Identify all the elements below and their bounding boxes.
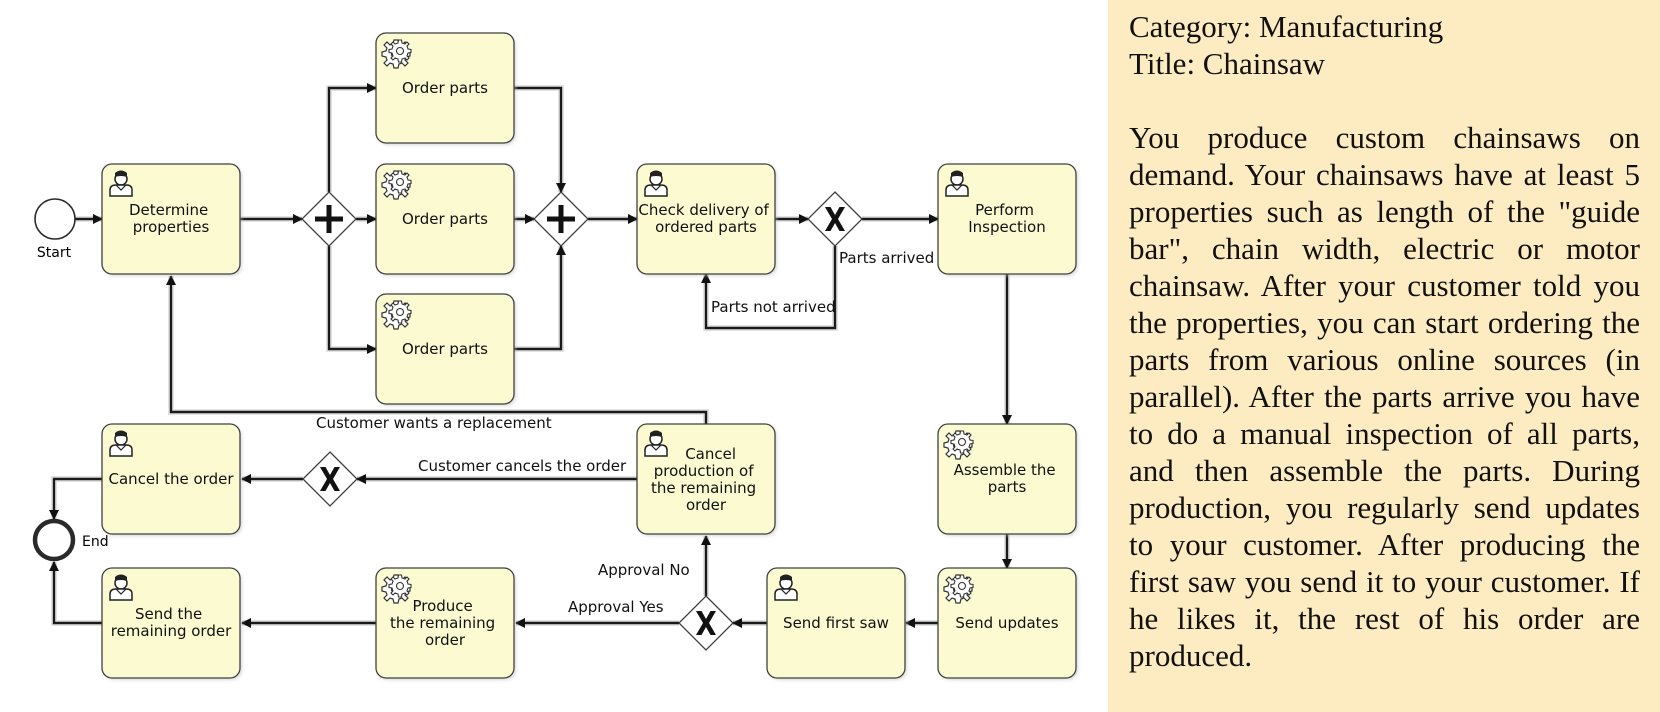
task-label-line: properties: [133, 218, 210, 236]
flow-sendrem-to-end: [49, 561, 102, 625]
gear-icon: [943, 574, 974, 604]
task-label-line: the remaining: [651, 479, 756, 497]
edge-label-customer-cancels: Customer cancels the order: [418, 457, 627, 475]
task-perform-inspection[interactable]: Perform Inspection: [937, 163, 1078, 276]
task-label-line: Inspection: [968, 218, 1045, 236]
task-label-line: Check delivery of: [638, 201, 769, 219]
end-event[interactable]: End: [32, 518, 109, 562]
edge-label-parts-arrived: Parts arrived: [839, 249, 934, 267]
task-label-line: Send first saw: [783, 614, 889, 632]
exclusive-gateway-icon: [825, 207, 845, 231]
flow-cancelprod-to-determine: [166, 275, 708, 424]
gateway-split[interactable]: [301, 191, 357, 247]
task-cancel-order[interactable]: Cancel the order: [101, 423, 242, 536]
task-determine-properties[interactable]: Determine properties: [101, 163, 242, 276]
svg-text:Order parts: Order parts: [402, 210, 488, 228]
task-check-delivery[interactable]: Check delivery of ordered parts: [636, 163, 777, 276]
gear-icon: [381, 300, 412, 330]
task-label-line: Send the: [135, 605, 202, 623]
sequence-flows: [49, 83, 1012, 628]
flow-split-to-order3: [327, 246, 377, 354]
parallel-gateway-icon: [547, 205, 575, 233]
task-label-line: ordered parts: [655, 218, 757, 236]
svg-text:Send the remaining order: Send the remaining order: [111, 605, 232, 640]
task-label-line: Cancel the order: [109, 470, 235, 488]
start-event-label: Start: [37, 245, 72, 261]
svg-text:Assemble the parts: Assemble the parts: [954, 461, 1061, 496]
bpmn-diagram: Start End Determine properties: [32, 32, 1078, 680]
task-label-line: Cancel: [685, 445, 736, 463]
task-produce-remaining[interactable]: Produce the remaining order: [375, 567, 516, 680]
task-cancel-production[interactable]: Cancel production of the remaining order: [636, 423, 777, 536]
svg-text:Order parts: Order parts: [402, 340, 488, 358]
gateway-xdelivery[interactable]: [807, 191, 863, 247]
flow-order1-to-join: [514, 86, 566, 193]
task-label-line: production of: [654, 462, 754, 480]
svg-text:Produce the remaining: Produce the remaining order: [390, 597, 500, 649]
parallel-gateway-icon: [315, 205, 343, 233]
description-panel: Category: Manufacturing Title: Chainsaw …: [1108, 0, 1660, 712]
edge-labels: Parts arrived Parts not arrived Customer…: [316, 249, 934, 616]
task-label-line: order: [425, 631, 466, 649]
svg-text:Order parts: Order parts: [402, 79, 488, 97]
gear-icon: [381, 39, 412, 69]
svg-text:Send updates: Send updates: [955, 614, 1058, 632]
svg-text:Cancel the order: Cancel the order: [109, 470, 235, 488]
task-label-line: Assemble the: [954, 461, 1056, 479]
task-label-line: remaining order: [111, 622, 232, 640]
task-label-line: Order parts: [402, 79, 488, 97]
flow-cancelorder-to-end: [49, 477, 102, 520]
exclusive-gateway-icon: [320, 467, 340, 491]
start-event[interactable]: Start: [34, 198, 76, 261]
svg-text:Cancel production of: Cancel production of the remaining order: [651, 445, 761, 514]
svg-text:Determine properties: Determine properties: [129, 201, 213, 236]
description-text: You produce custom chainsaws on demand. …: [1129, 120, 1640, 673]
end-event-label: End: [82, 534, 109, 550]
gear-icon: [381, 574, 412, 604]
task-order-parts-2[interactable]: Order parts: [375, 163, 516, 276]
gear-icon: [943, 430, 974, 460]
task-label-line: order: [686, 496, 727, 514]
gateway-xapproval[interactable]: [678, 595, 734, 651]
task-label-line: Send updates: [955, 614, 1058, 632]
svg-text:Send first saw: Send first saw: [783, 614, 889, 632]
flow-order3-to-join: [514, 245, 566, 351]
flow-xdelivery-loop-to-check: [701, 246, 837, 330]
exclusive-gateway-icon: [696, 611, 716, 635]
svg-text:Check delivery of ordere: Check delivery of ordered parts: [638, 201, 773, 236]
task-order-parts-1[interactable]: Order parts: [375, 32, 516, 145]
task-label-line: Produce: [412, 597, 472, 615]
start-event-icon: [34, 198, 76, 240]
title-line: Title: Chainsaw: [1129, 46, 1326, 81]
edge-label-replacement: Customer wants a replacement: [316, 414, 552, 432]
edge-label-parts-not-arrived: Parts not arrived: [711, 298, 836, 316]
gateway-join[interactable]: [533, 191, 589, 247]
svg-text:Perform Inspection: Perform Inspection: [968, 201, 1045, 236]
task-label-line: Determine: [129, 201, 208, 219]
gateway-xcancel[interactable]: [302, 451, 358, 507]
gear-icon: [381, 170, 412, 200]
task-label-line: parts: [988, 478, 1027, 496]
task-label-line: Order parts: [402, 210, 488, 228]
task-assemble-parts[interactable]: Assemble the parts: [937, 423, 1078, 536]
end-event-icon: [32, 518, 76, 562]
flow-split-to-order1: [327, 83, 377, 192]
task-order-parts-3[interactable]: Order parts: [375, 293, 516, 406]
task-label-line: the remaining: [390, 614, 495, 632]
edge-label-approval-no: Approval No: [598, 561, 690, 579]
task-send-updates[interactable]: Send updates: [937, 567, 1078, 680]
task-label-line: Order parts: [402, 340, 488, 358]
task-send-remaining[interactable]: Send the remaining order: [101, 567, 242, 680]
edge-label-approval-yes: Approval Yes: [568, 598, 664, 616]
task-send-first-saw[interactable]: Send first saw: [766, 567, 907, 680]
task-label-line: Perform: [975, 201, 1034, 219]
category-line: Category: Manufacturing: [1129, 9, 1444, 44]
